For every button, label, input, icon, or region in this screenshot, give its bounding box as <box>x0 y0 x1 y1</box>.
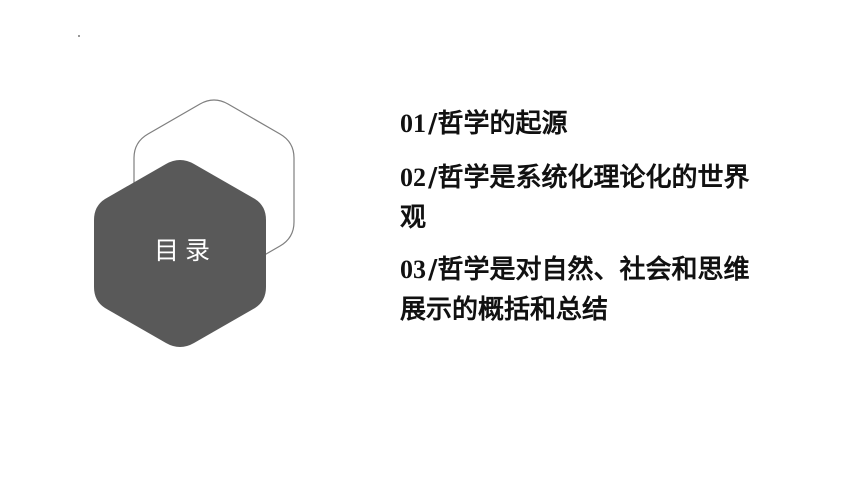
toc-item-03: 03/哲学是对自然、社会和思维展示的概括和总结 <box>400 250 765 330</box>
toc-item-title: /哲学是系统化理论化的世界观 <box>400 163 750 233</box>
toc-item-title: /哲学的起源 <box>428 109 568 139</box>
filled-hexagon <box>94 160 266 347</box>
toc-item-number: 02 <box>400 163 426 192</box>
toc-list: 01/哲学的起源 02/哲学是系统化理论化的世界观 03/哲学是对自然、社会和思… <box>400 104 840 330</box>
toc-item-number: 01 <box>400 109 426 138</box>
toc-item-02: 02/哲学是系统化理论化的世界观 <box>400 158 765 238</box>
toc-item-title: /哲学是对自然、社会和思维展示的概括和总结 <box>400 255 750 325</box>
toc-item-01: 01/哲学的起源 <box>400 104 765 144</box>
toc-item-number: 03 <box>400 255 426 284</box>
decorative-dot <box>78 35 80 37</box>
toc-heading: 目录 <box>153 236 216 265</box>
